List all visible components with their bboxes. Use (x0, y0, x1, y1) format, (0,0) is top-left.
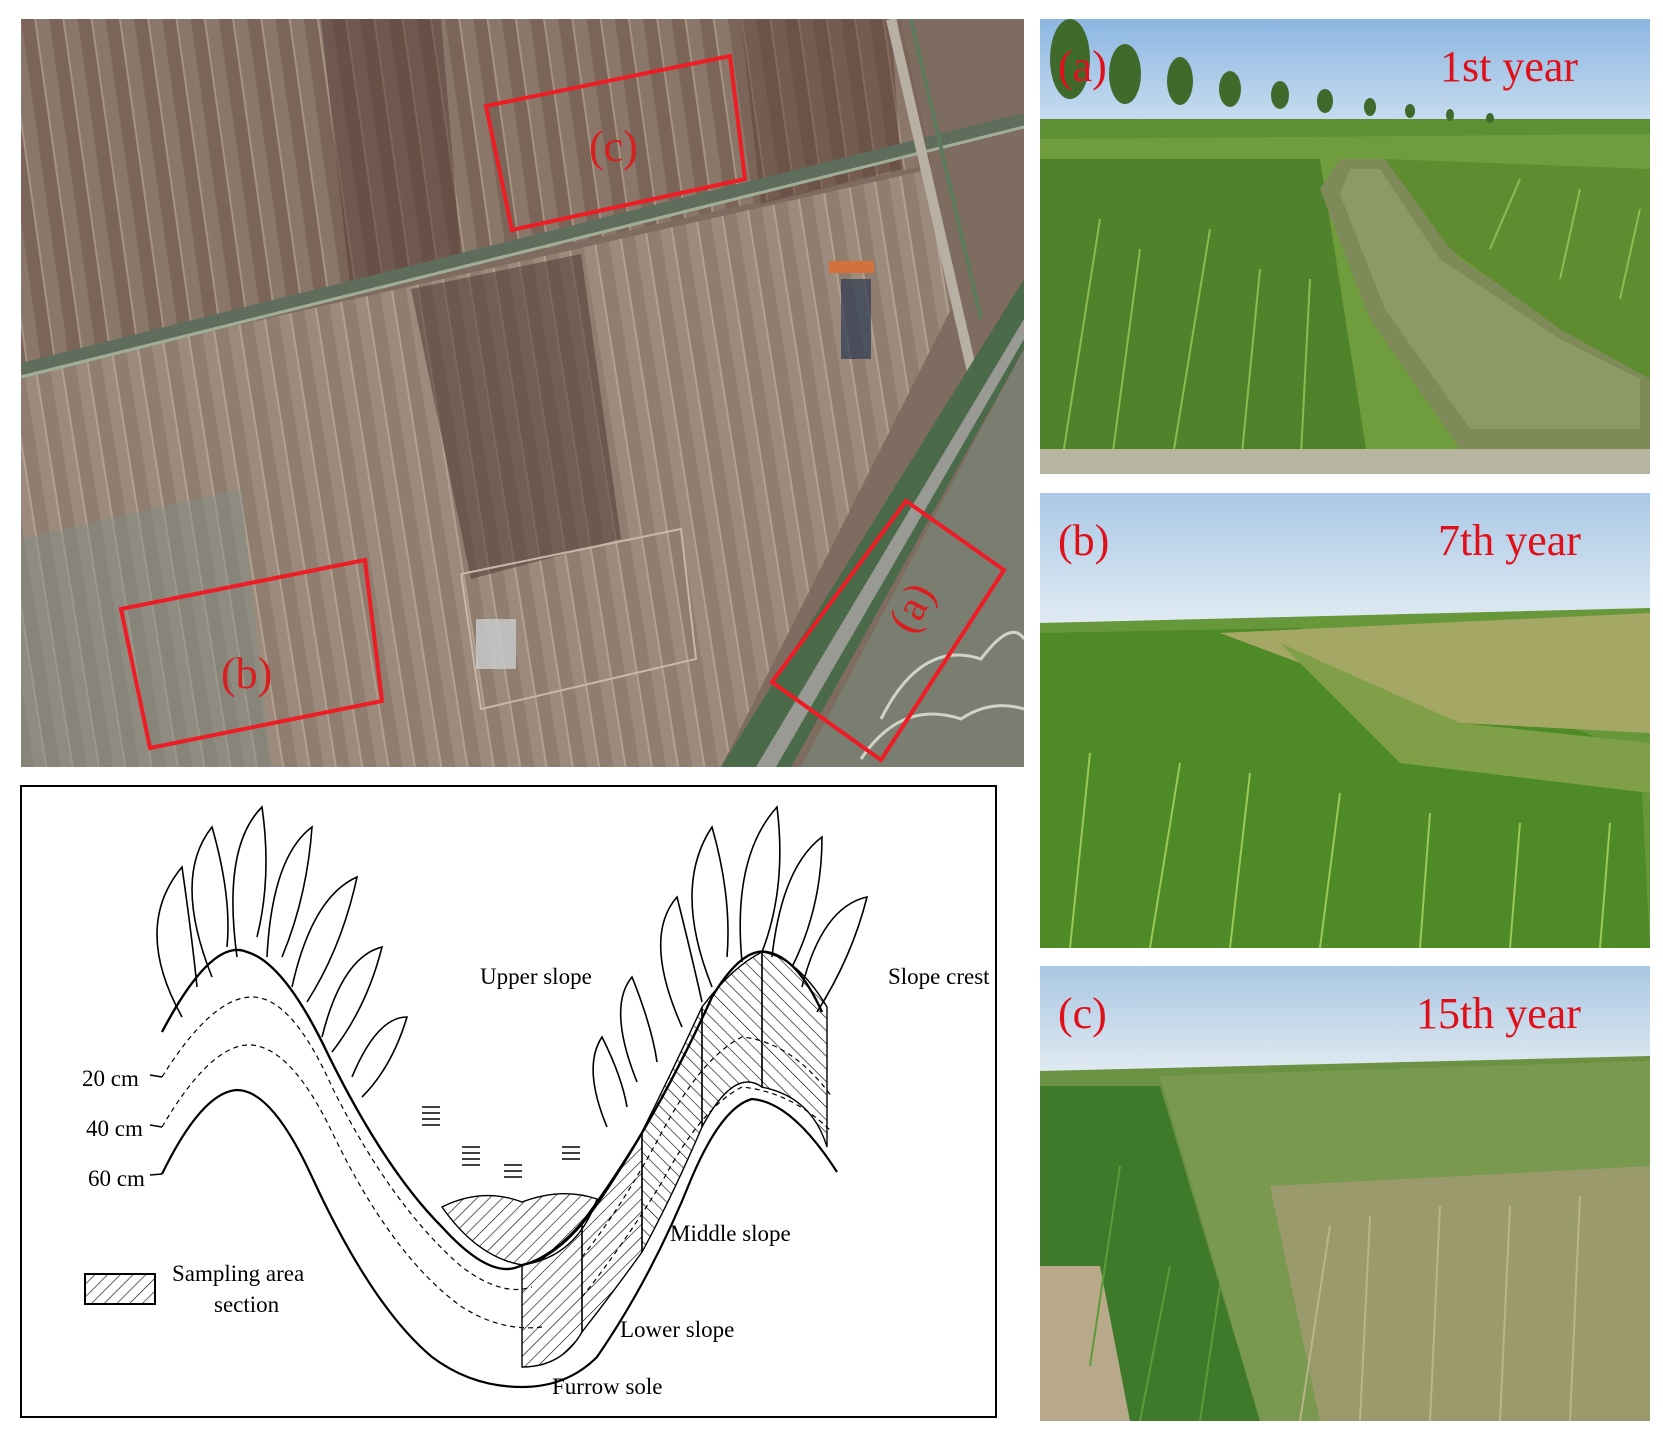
map-label-c: (c) (589, 122, 638, 171)
photo-tag-c: (c) (1058, 989, 1107, 1038)
label-furrow-sole: Furrow sole (552, 1374, 663, 1399)
photo-canal-15th-year (1040, 966, 1650, 1421)
label-middle-slope: Middle slope (670, 1221, 791, 1246)
label-lower-slope: Lower slope (620, 1317, 734, 1342)
photo-year-c: 15th year (1416, 989, 1581, 1038)
photo-tag-a: (a) (1058, 42, 1107, 91)
satellite-map: (c) (b) (a) (21, 19, 1024, 767)
legend-label-line2: section (214, 1292, 280, 1317)
map-label-b: (b) (221, 649, 273, 698)
photo-year-b: 7th year (1438, 516, 1581, 565)
photo-year-a: 1st year (1440, 42, 1579, 91)
photo-panel-15th-year: (c) 15th year (1040, 966, 1650, 1421)
box-b (118, 557, 385, 751)
legend-label-line1: Sampling area (172, 1261, 304, 1286)
photo-tag-b: (b) (1058, 516, 1110, 565)
legend-swatch (84, 1273, 156, 1305)
satellite-image (21, 19, 1024, 767)
label-slope-crest: Slope crest (888, 964, 990, 989)
label-depth-40: 40 cm (86, 1116, 143, 1141)
photo-canal-1st-year (1040, 19, 1650, 474)
cross-section-diagram: 20 cm 40 cm 60 cm Upper slope Slope cres… (20, 785, 997, 1418)
photo-canal-7th-year (1040, 493, 1650, 948)
label-depth-60: 60 cm (88, 1166, 145, 1191)
photo-panel-7th-year: (b) 7th year (1040, 493, 1650, 948)
label-depth-20: 20 cm (82, 1066, 139, 1091)
label-upper-slope: Upper slope (480, 964, 592, 989)
photo-panel-1st-year: (a) 1st year (1040, 19, 1650, 474)
furrow-profile-drawing: 20 cm 40 cm 60 cm Upper slope Slope cres… (82, 805, 990, 1399)
box-a (769, 498, 1007, 763)
box-c (483, 53, 748, 233)
